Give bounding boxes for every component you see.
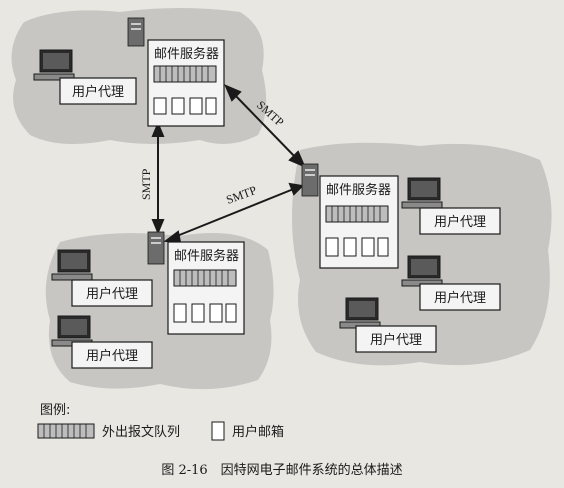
smtp-label-3: SMTP	[224, 183, 259, 207]
legend-mailbox-icon	[211, 421, 225, 441]
legend-title: 图例:	[40, 403, 70, 418]
smtp-link-top-to-right	[231, 91, 299, 161]
smtp-label-2: SMTP	[139, 168, 153, 200]
outgoing-queue-icon	[153, 65, 217, 83]
user-agent-label: 用户代理	[72, 84, 124, 100]
computer-icon	[401, 177, 443, 209]
outgoing-queue-icon	[173, 269, 237, 287]
computer-icon	[401, 255, 443, 287]
legend-queue-icon	[37, 423, 95, 439]
user-agent-right-1: 用户代理	[419, 207, 501, 235]
user-agent-bottom-left-2: 用户代理	[71, 341, 153, 369]
user-agent-label: 用户代理	[434, 214, 486, 230]
user-agent-label: 用户代理	[86, 348, 138, 364]
user-mailbox-icons	[173, 303, 237, 323]
outgoing-queue-icon	[325, 205, 389, 223]
user-agent-right-2: 用户代理	[419, 283, 501, 311]
user-agent-label: 用户代理	[434, 290, 486, 306]
user-agent-label: 用户代理	[86, 286, 138, 302]
user-agent-label: 用户代理	[370, 332, 422, 348]
user-mailbox-icons	[325, 237, 389, 257]
mail-server-right: 邮件服务器	[319, 175, 399, 269]
user-agent-bottom-left-1: 用户代理	[71, 279, 153, 307]
mail-server-bottom: 邮件服务器	[167, 241, 245, 335]
server-tower-bottom	[147, 231, 165, 265]
smtp-link-bottom-to-right	[171, 187, 297, 239]
mail-server-bottom-label: 邮件服务器	[174, 248, 239, 264]
computer-icon	[51, 249, 93, 281]
server-tower-right	[301, 163, 319, 197]
figure-caption: 图 2-16 因特网电子邮件系统的总体描述	[161, 462, 402, 478]
computer-icon	[33, 49, 75, 81]
server-tower-top	[127, 17, 145, 47]
user-agent-right-3: 用户代理	[355, 325, 437, 353]
mail-server-top-label: 邮件服务器	[154, 46, 219, 62]
user-agent-top-left: 用户代理	[59, 77, 137, 105]
user-mailbox-icons	[153, 97, 217, 115]
mail-server-right-label: 邮件服务器	[326, 182, 391, 198]
mail-server-top: 邮件服务器	[147, 39, 225, 127]
computer-icon	[339, 297, 381, 329]
legend-mailbox-label: 用户邮箱	[232, 424, 284, 440]
legend-queue-label: 外出报文队列	[102, 425, 180, 440]
